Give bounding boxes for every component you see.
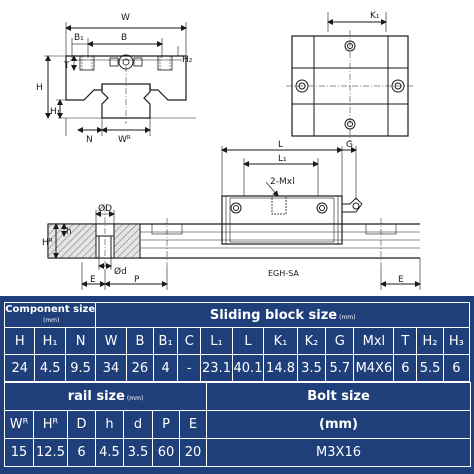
label-model: EGH-SA	[268, 269, 299, 278]
label-H1: H₁	[50, 107, 61, 117]
value-cell: 6	[67, 438, 96, 467]
label-phiD: ØD	[98, 203, 112, 214]
label-L1: L₁	[278, 154, 287, 164]
value-cell: -	[177, 354, 202, 382]
col-header: B	[125, 327, 155, 355]
label-2-Mxl: 2-Mxl	[270, 177, 295, 187]
sliding-block-header: Sliding block size(mm)	[95, 302, 470, 328]
label-B1: B₁	[74, 33, 84, 43]
col-header: D	[67, 410, 96, 439]
col-header: K₁	[263, 327, 298, 355]
col-header: H₃	[442, 327, 471, 355]
side-view-labels: L L₁ G 2-Mxl EGH-SA ØD Ød h Hᴿ E P E	[42, 140, 404, 285]
value-cell: 5.7	[325, 354, 355, 382]
side-view	[47, 146, 421, 290]
value-cell: 14.8	[263, 354, 298, 382]
label-N: N	[86, 135, 93, 145]
value-cell: M4X6	[353, 354, 395, 382]
value-cell: 60	[152, 438, 180, 467]
value-cell: 3.5	[123, 438, 153, 467]
bolt-size-header: Bolt size	[206, 382, 472, 411]
value-cell: 9.5	[64, 354, 97, 382]
label-WR: Wᴿ	[118, 135, 131, 145]
label-E-right: E	[398, 275, 404, 285]
value-cell: 24	[3, 354, 36, 382]
col-header: P	[152, 410, 180, 439]
top-view-labels: K₁	[370, 11, 380, 21]
label-HR: Hᴿ	[42, 238, 53, 248]
top-view	[286, 12, 414, 142]
col-header: W	[95, 327, 127, 355]
col-header: C	[177, 327, 202, 355]
col-header: d	[123, 410, 153, 439]
label-P: P	[134, 275, 140, 285]
spec-table-panel: Component size (mm) Sliding block size(m…	[0, 296, 474, 474]
col-header: K₂	[296, 327, 327, 355]
col-header: G	[325, 327, 355, 355]
label-E: E	[90, 275, 96, 285]
sliding-block-table: Component size (mm) Sliding block size(m…	[3, 302, 471, 382]
col-header: L	[231, 327, 265, 355]
col-header: Hᴿ	[33, 410, 68, 439]
col-header: H₂	[416, 327, 444, 355]
col-header: H₁	[34, 327, 66, 355]
col-header: E	[178, 410, 208, 439]
bolt-value: M3X16	[206, 438, 472, 467]
front-view	[44, 22, 196, 136]
col-header: T	[393, 327, 418, 355]
col-header: L₁	[200, 327, 233, 355]
value-cell: 15	[4, 438, 34, 467]
value-cell: 40.1	[231, 354, 265, 382]
col-header: h	[95, 410, 124, 439]
label-T: T	[63, 61, 70, 71]
rail-size-header: rail size(mm)	[3, 382, 208, 411]
value-cell: 26	[125, 354, 155, 382]
component-size-header: Component size (mm)	[3, 302, 97, 328]
sliding-block-value-row: 24 4.5 9.5 34 26 4 - 23.1 40.1 14.8 3.5 …	[3, 354, 471, 382]
label-phid: Ød	[114, 266, 127, 277]
col-header: B₁	[153, 327, 179, 355]
value-cell: 3.5	[296, 354, 327, 382]
label-H: H	[36, 83, 43, 93]
col-header: Mxl	[353, 327, 395, 355]
front-view-labels: W B B₁ T H₂ H H₁ N Wᴿ	[36, 13, 193, 145]
value-cell: 4.5	[95, 438, 124, 467]
rail-bolt-table: rail size(mm) Bolt size Wᴿ Hᴿ D h d P E …	[3, 382, 472, 467]
value-cell: 4	[153, 354, 179, 382]
col-header: Wᴿ	[4, 410, 34, 439]
value-cell: 6	[442, 354, 471, 382]
label-L: L	[278, 140, 283, 150]
bolt-unit: (mm)	[206, 410, 472, 439]
label-h: h	[66, 227, 72, 237]
col-header: H	[3, 327, 36, 355]
value-cell: 12.5	[33, 438, 68, 467]
value-cell: 34	[95, 354, 127, 382]
value-cell: 5.5	[416, 354, 444, 382]
label-B: B	[121, 33, 127, 43]
technical-drawing: W B B₁ T H₂ H H₁ N Wᴿ K₁	[36, 11, 421, 290]
label-H2: H₂	[182, 55, 193, 65]
label-W: W	[121, 13, 130, 23]
sliding-block-header-row: H H₁ N W B B₁ C L₁ L K₁ K₂ G Mxl T H₂ H₃	[3, 327, 471, 355]
label-G: G	[346, 140, 353, 150]
value-cell: 6	[393, 354, 418, 382]
value-cell: 4.5	[34, 354, 66, 382]
value-cell: 23.1	[200, 354, 233, 382]
label-K1: K₁	[370, 11, 380, 21]
value-cell: 20	[178, 438, 208, 467]
col-header: N	[64, 327, 97, 355]
